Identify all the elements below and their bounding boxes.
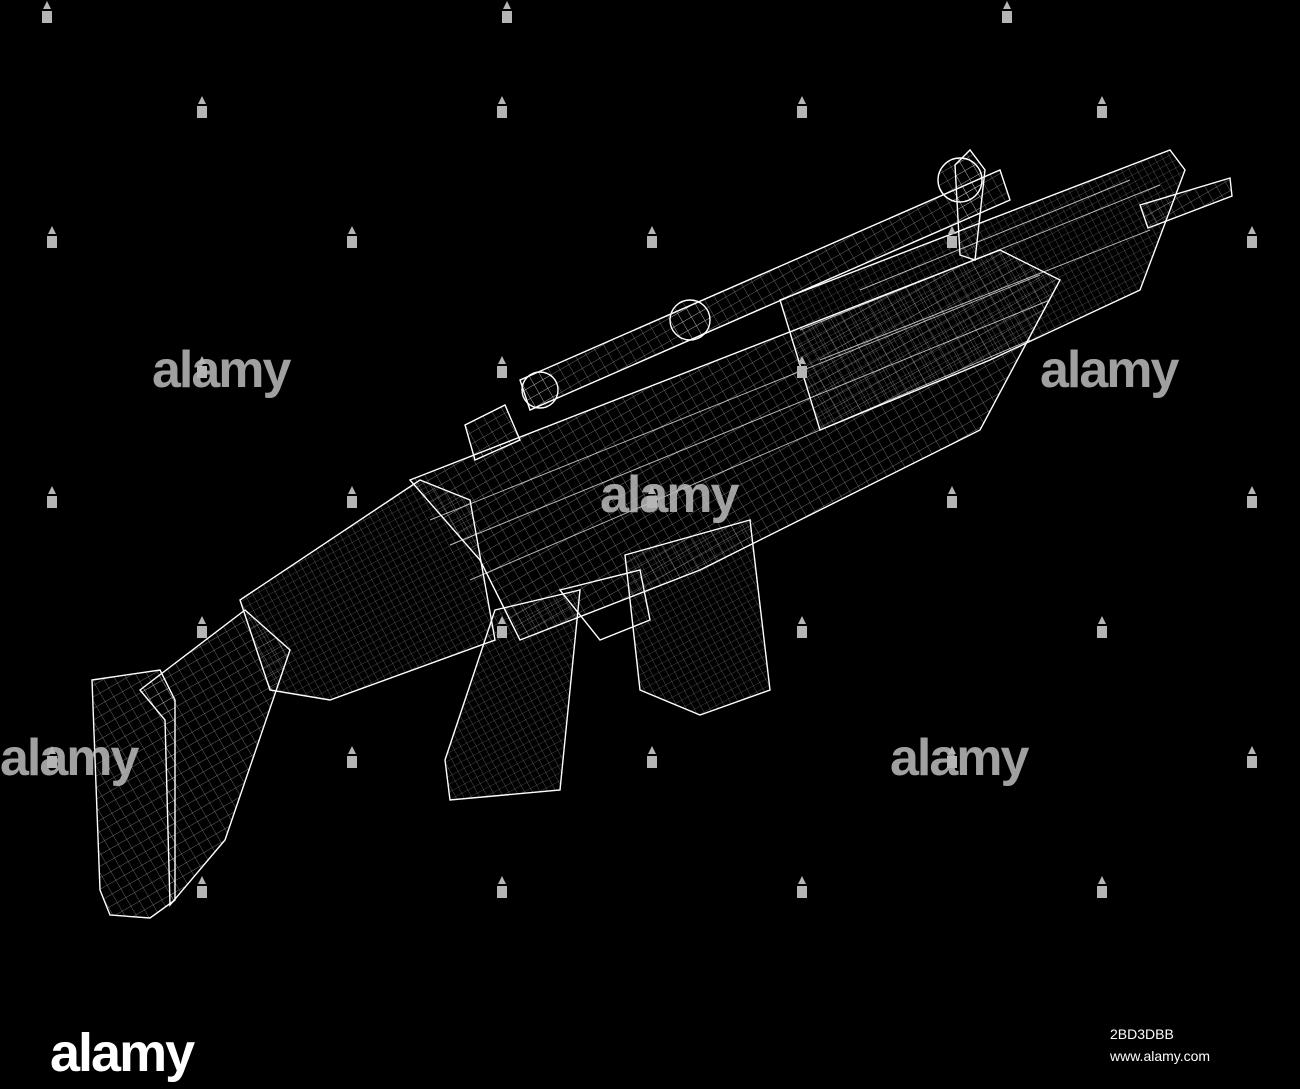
watermark-word: alamy [890, 729, 1029, 787]
watermark-word: alamy [600, 466, 739, 524]
alamy-tile-icon [1245, 225, 1259, 249]
alamy-tile-icon [495, 875, 509, 899]
rifle-detail-lines [429, 179, 1161, 581]
alamy-tile-icon [345, 745, 359, 769]
alamy-tile-icon [195, 875, 209, 899]
alamy-tile-icon [1095, 875, 1109, 899]
trigger-guard [558, 569, 651, 641]
alamy-tile-icon [45, 485, 59, 509]
rifle-body [91, 148, 1233, 919]
flash-hider [1139, 177, 1233, 229]
alamy-tile-icon [345, 485, 359, 509]
watermark-word: alamy [0, 729, 139, 787]
alamy-tile-icon [345, 225, 359, 249]
alamy-tile-icon [495, 355, 509, 379]
alamy-tile-icon [645, 485, 659, 509]
footer-image-id: 2BD3DBB [1110, 1026, 1174, 1042]
alamy-tile-icon [1245, 745, 1259, 769]
alamy-tile-icon [1095, 95, 1109, 119]
footer-url: www.alamy.com [1110, 1048, 1211, 1064]
alamy-tile-icon [945, 745, 959, 769]
magazine [624, 519, 771, 716]
alamy-tile-icon [795, 875, 809, 899]
alamy-tile-icon [795, 95, 809, 119]
alamy-tile-icon [1000, 0, 1014, 24]
pistol-grip [444, 589, 581, 801]
alamy-tile-icon [195, 355, 209, 379]
alamy-tile-icon [795, 355, 809, 379]
alamy-tile-icon [1095, 615, 1109, 639]
scope-eyepiece [521, 371, 559, 409]
watermark-word: alamy [1040, 341, 1179, 399]
alamy-tile-icon [1245, 485, 1259, 509]
alamy-tile-icon [645, 225, 659, 249]
alamy-tile-icon [495, 615, 509, 639]
alamy-tile-icon [45, 225, 59, 249]
footer-bar [0, 1016, 1300, 1089]
alamy-tile-icon [40, 0, 54, 24]
alamy-tile-icon [945, 225, 959, 249]
watermark-word: alamy [152, 341, 291, 399]
alamy-tile-icon [495, 95, 509, 119]
scope-turret [669, 299, 711, 341]
rear-sight [464, 404, 521, 461]
alamy-tile-icon [45, 745, 59, 769]
alamy-tile-icon [645, 745, 659, 769]
alamy-tile-icon [945, 485, 959, 509]
alamy-tile-icon [195, 95, 209, 119]
alamy-tile-icon [795, 615, 809, 639]
alamy-tile-icon [500, 0, 514, 24]
footer-logo: alamy [50, 1023, 195, 1083]
front-sight [954, 148, 986, 261]
alamy-tile-icon [195, 615, 209, 639]
